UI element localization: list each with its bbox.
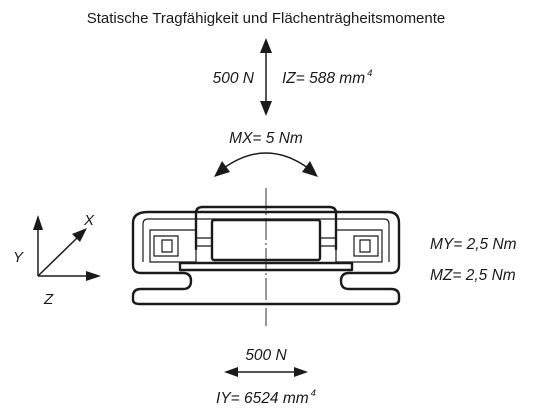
z-axis-arrow-head xyxy=(86,271,101,281)
mz-moment-label: MZ= 2,5 Nm xyxy=(430,267,516,284)
iz-exponent: 4 xyxy=(367,68,372,79)
left-inner-component xyxy=(149,229,197,263)
x-axis-label: X xyxy=(83,212,95,229)
iz-value-text: IZ= 588 mm xyxy=(282,70,365,87)
right-inner-component xyxy=(335,229,383,263)
my-moment-label: MY= 2,5 Nm xyxy=(430,236,517,253)
x-axis-arrow-head xyxy=(72,228,87,242)
diagram-title: Statische Tragfähigkeit und Flächenträgh… xyxy=(87,10,446,27)
outer-rail-profile xyxy=(131,210,401,306)
mx-moment-arrow xyxy=(214,152,318,177)
carriage-base xyxy=(178,261,354,272)
vertical-load-arrow xyxy=(260,38,272,116)
iy-exponent: 4 xyxy=(311,388,316,399)
z-axis-label: Z xyxy=(43,291,54,308)
y-axis-label: Y xyxy=(13,249,24,266)
horizontal-load-arrow xyxy=(224,367,308,377)
iy-value-text: IY= 6524 mm xyxy=(216,390,309,407)
horizontal-load-label: 500 N xyxy=(245,347,287,364)
coordinate-system xyxy=(33,215,101,281)
vertical-load-label: 500 N xyxy=(213,70,255,87)
y-axis-arrow-head xyxy=(33,215,43,230)
rail-cross-section xyxy=(131,188,401,326)
mx-moment-label: MX= 5 Nm xyxy=(229,130,303,147)
